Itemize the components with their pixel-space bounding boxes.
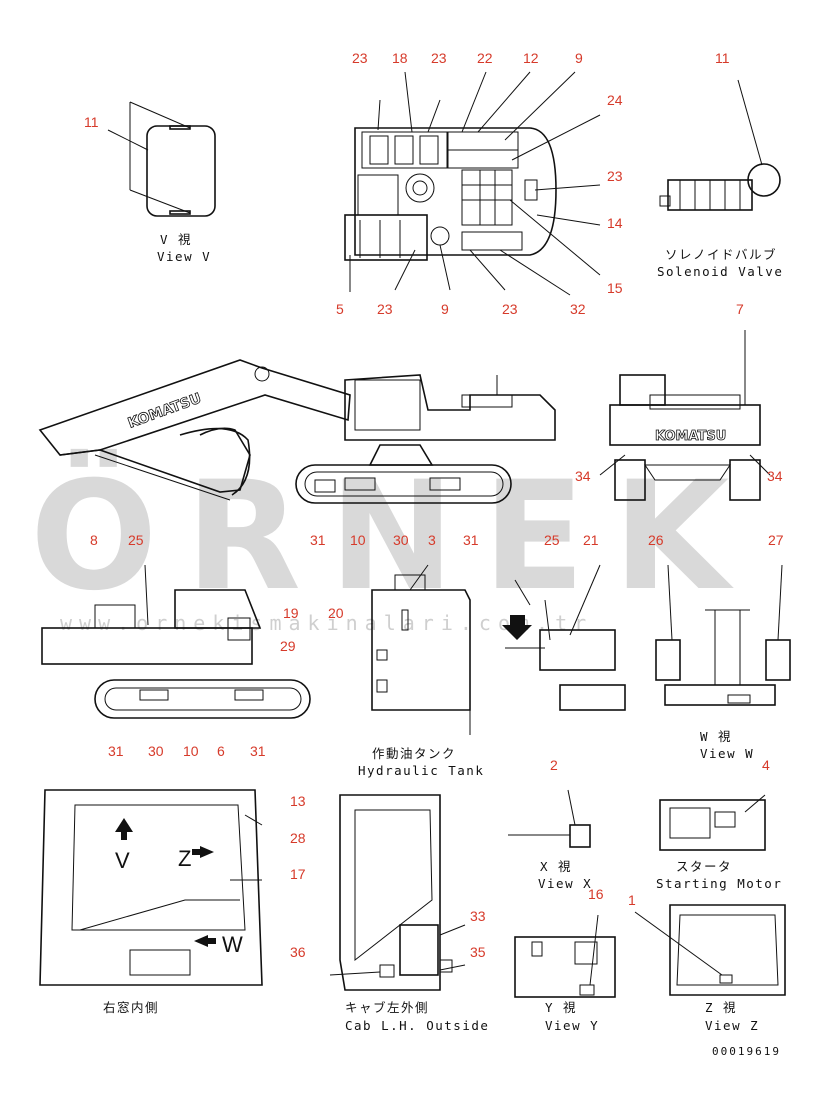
callout-36: 36 <box>290 944 306 960</box>
view-v-drawing <box>107 101 216 217</box>
solenoid-en: Solenoid Valve <box>657 264 783 279</box>
excavator-rear-drawing: KOMATSU <box>599 330 771 501</box>
solenoid-valve-drawing <box>659 79 781 211</box>
callout-5: 5 <box>336 301 344 317</box>
callout-10: 10 <box>350 532 366 548</box>
view-x-drawing <box>508 789 591 848</box>
callout-13: 13 <box>290 793 306 809</box>
callout-11: 11 <box>715 50 730 66</box>
callout-23: 23 <box>352 50 368 66</box>
callout-2: 2 <box>550 757 558 773</box>
view-x-en: View X <box>538 876 592 891</box>
callout-4: 4 <box>762 757 770 773</box>
callout-25: 25 <box>544 532 560 548</box>
drawing-code: 00019619 <box>712 1045 781 1058</box>
callout-33: 33 <box>470 908 486 924</box>
callout-7: 7 <box>736 301 744 317</box>
view-y-en: View Y <box>545 1018 599 1033</box>
callout-34: 34 <box>767 468 783 484</box>
view-z-drawing <box>634 904 786 996</box>
rear-brand: KOMATSU <box>655 429 726 444</box>
view-v-en: View V <box>157 249 211 264</box>
callout-31: 31 <box>250 743 266 759</box>
starter-en: Starting Motor <box>656 876 782 891</box>
letter-w: W <box>222 932 243 957</box>
view-w-drawing <box>655 564 791 706</box>
view-v-jp: V 視 <box>160 232 192 247</box>
callout-24: 24 <box>607 92 623 108</box>
callout-8: 8 <box>90 532 98 548</box>
upper-side-drawing <box>41 564 311 719</box>
callout-35: 35 <box>470 944 486 960</box>
callout-23: 23 <box>431 50 447 66</box>
callout-28: 28 <box>290 830 306 846</box>
letter-z: Z <box>178 846 191 871</box>
window-inside-drawing <box>39 789 263 986</box>
callout-10: 10 <box>183 743 199 759</box>
callout-31: 31 <box>463 532 479 548</box>
callout-31: 31 <box>310 532 326 548</box>
view-w-jp: W 視 <box>700 729 732 744</box>
callout-3: 3 <box>428 532 436 548</box>
callout-14: 14 <box>607 215 623 231</box>
callout-21: 21 <box>583 532 599 548</box>
view-y-jp: Y 視 <box>545 1000 577 1015</box>
cab-outside-drawing <box>329 794 466 991</box>
tank-en: Hydraulic Tank <box>358 763 484 778</box>
callout-27: 27 <box>768 532 784 548</box>
callout-16: 16 <box>588 886 604 902</box>
callout-23: 23 <box>377 301 393 317</box>
tank-jp: 作動油タンク <box>372 746 456 761</box>
callout-20: 20 <box>328 605 344 621</box>
callout-30: 30 <box>148 743 164 759</box>
callout-17: 17 <box>290 866 306 882</box>
callout-23: 23 <box>607 168 623 184</box>
callout-31: 31 <box>108 743 124 759</box>
hydraulic-tank-drawing <box>371 564 471 735</box>
view-z-en: View Z <box>705 1018 759 1033</box>
callout-12: 12 <box>523 50 539 66</box>
view-z-jp: Z 視 <box>705 1000 737 1015</box>
view-y-drawing <box>514 914 616 998</box>
callout-9: 9 <box>441 301 449 317</box>
cab-jp: キャブ左外側 <box>345 1000 429 1015</box>
callout-34: 34 <box>575 468 591 484</box>
callout-1: 1 <box>628 892 636 908</box>
starter-jp: スタータ <box>676 859 732 874</box>
callout-32: 32 <box>570 301 586 317</box>
starting-motor-drawing <box>659 794 766 851</box>
callout-25: 25 <box>128 532 144 548</box>
window-jp: 右窓内側 <box>103 1000 159 1015</box>
top-view-drawing <box>344 71 601 296</box>
callout-18: 18 <box>392 50 408 66</box>
view-x-jp: X 視 <box>540 859 572 874</box>
callout-30: 30 <box>393 532 409 548</box>
letter-v: V <box>115 848 130 873</box>
cab-en: Cab L.H. Outside <box>345 1018 489 1033</box>
callout-11: 11 <box>84 114 99 130</box>
view-w-en: View W <box>700 746 754 761</box>
lever-21-drawing <box>502 564 626 711</box>
callout-15: 15 <box>607 280 623 296</box>
callout-6: 6 <box>217 743 225 759</box>
callout-22: 22 <box>477 50 493 66</box>
callout-26: 26 <box>648 532 664 548</box>
callout-9: 9 <box>575 50 583 66</box>
callout-23: 23 <box>502 301 518 317</box>
callout-29: 29 <box>280 638 296 654</box>
callout-19: 19 <box>283 605 299 621</box>
solenoid-jp: ソレノイドバルブ <box>665 247 777 262</box>
